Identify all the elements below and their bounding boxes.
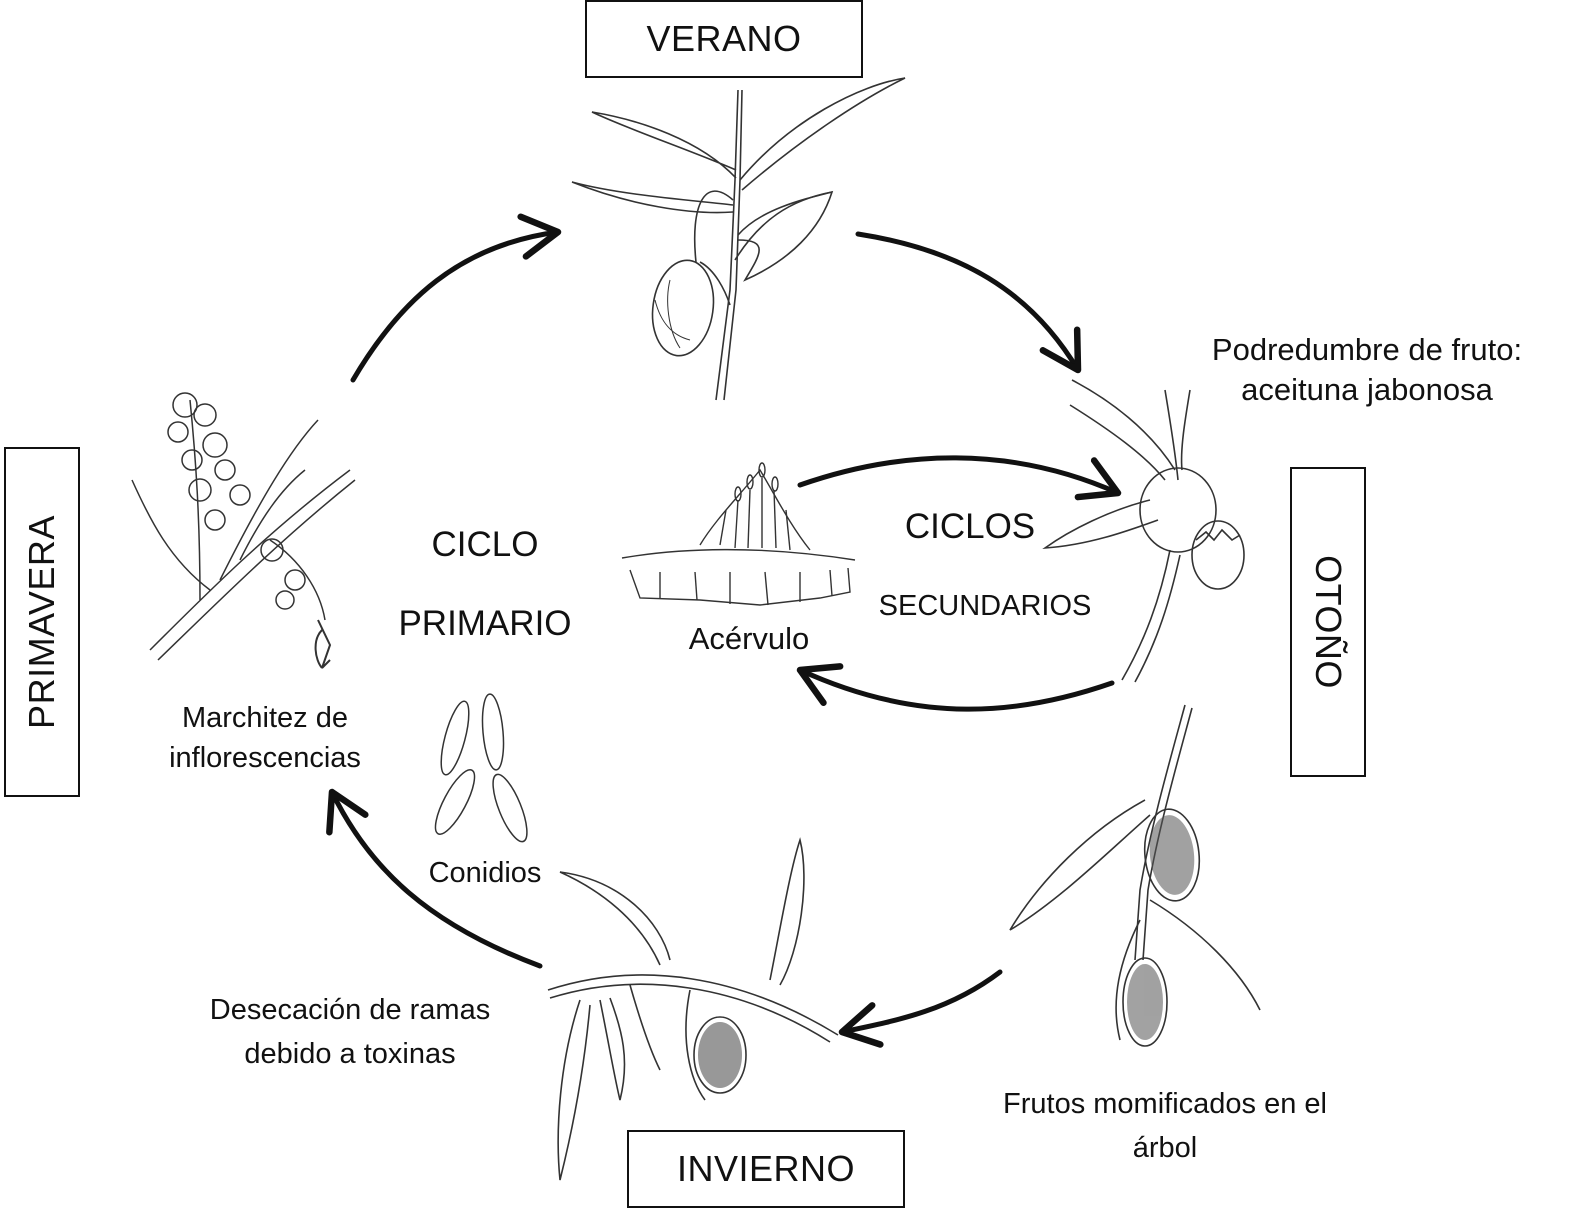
- fruit-rot-line2: aceituna jabonosa: [1241, 372, 1493, 407]
- season-spring-box: PRIMAVERA: [4, 447, 80, 797]
- winter-dieback-illustration: [547, 837, 839, 1181]
- wilt-label: Marchitez de inflorescencias: [140, 698, 390, 778]
- autumn-rotting-olive-illustration: [1042, 379, 1245, 683]
- conidia-illustration: [434, 693, 528, 843]
- arrow-fruit-to-acervulus: [796, 663, 1115, 712]
- arrow-autumn-to-winter: [838, 969, 1003, 1048]
- conidia-label: Conidios: [428, 857, 542, 889]
- acervulus-label: Acérvulo: [688, 621, 810, 656]
- acervulus-illustration: [621, 462, 856, 606]
- arrow-spring-to-summer: [350, 213, 562, 383]
- primary-cycle-label: CICLO PRIMARIO: [380, 505, 590, 663]
- mummified-line2: árbol: [1132, 1132, 1198, 1164]
- season-winter-box: INVIERNO: [627, 1130, 905, 1208]
- dieback-label: Desecación de ramas debido a toxinas: [170, 988, 530, 1076]
- secondary-cycles-subtitle: SECUNDARIOS: [878, 590, 1092, 622]
- mummified-line1: Frutos momificados en el: [1003, 1088, 1327, 1120]
- mummified-fruits-label: Frutos momificados en el árbol: [955, 1082, 1375, 1170]
- mummified-fruits-illustration: [1009, 704, 1261, 1047]
- primary-cycle-line1: CICLO: [431, 525, 539, 564]
- fruit-rot-label: Podredumbre de fruto: aceituna jabonosa: [1172, 330, 1562, 410]
- season-summer-box: VERANO: [585, 0, 863, 78]
- arrow-summer-to-autumn: [855, 231, 1082, 374]
- mummified-fruit-texture: [1127, 815, 1195, 1040]
- wilt-line2: inflorescencias: [169, 742, 361, 774]
- arrow-secondary-to-fruit: [797, 455, 1122, 501]
- season-spring-label: PRIMAVERA: [21, 515, 62, 729]
- season-winter-label: INVIERNO: [676, 1148, 856, 1189]
- season-autumn-label: OTOÑO: [1308, 555, 1349, 689]
- dieback-line2: debido a toxinas: [244, 1038, 456, 1070]
- primary-cycle-line2: PRIMARIO: [398, 604, 572, 643]
- season-autumn-box: OTOÑO: [1290, 467, 1366, 777]
- winter-dried-fruit-texture: [698, 1022, 742, 1088]
- summer-olive-branch-illustration: [571, 77, 906, 401]
- season-summer-label: VERANO: [646, 18, 802, 59]
- fruit-rot-line1: Podredumbre de fruto:: [1211, 332, 1523, 367]
- wilt-line1: Marchitez de: [181, 702, 348, 734]
- spring-inflorescence-illustration: [131, 392, 356, 669]
- secondary-cycles-title: CICLOS: [904, 507, 1036, 546]
- arrow-winter-to-spring: [326, 788, 543, 969]
- dieback-line1: Desecación de ramas: [209, 994, 491, 1026]
